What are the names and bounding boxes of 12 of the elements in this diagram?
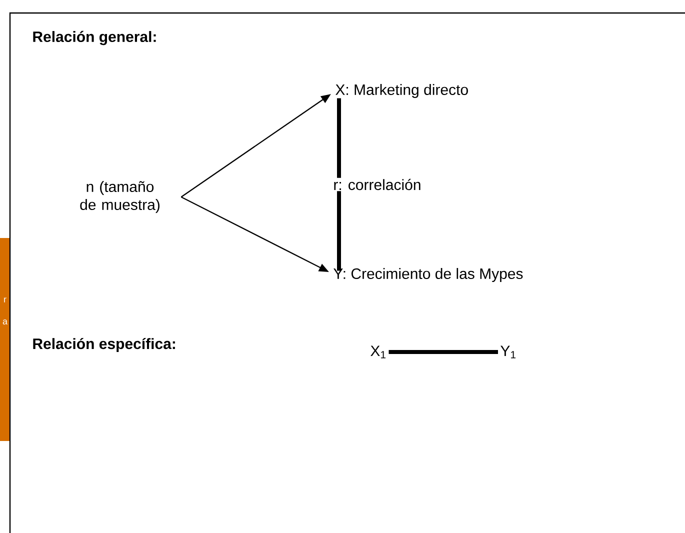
connector-line: [337, 98, 341, 271]
node-text: n (tamaño de muestra): [80, 181, 160, 213]
cut-letter: r: [4, 298, 6, 302]
node-text: X: Marketing directo: [336, 84, 468, 98]
node-text: X$_{1}$: [370, 346, 386, 358]
heading: Relación específica:: [33, 338, 175, 352]
node-text: Y$_{1}$: [500, 346, 516, 358]
edge-label: r: correlación: [332, 178, 422, 192]
connector-line: [388, 350, 498, 354]
node-text: Y: Crecimiento de las Mypes: [334, 268, 523, 282]
heading: Relación general:: [33, 30, 156, 46]
cut-letter: a: [2, 320, 8, 324]
